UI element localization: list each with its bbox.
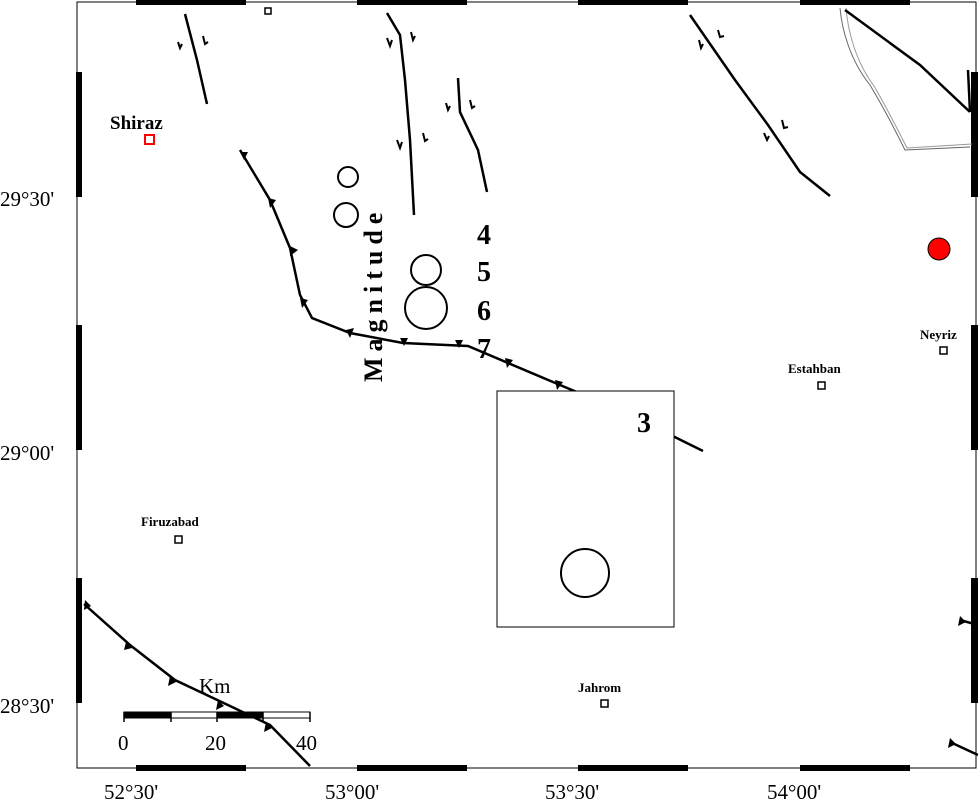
legend-title: Magnitude: [359, 207, 388, 382]
legend-mag-label: 7: [477, 334, 491, 365]
magnitude-legend: Magnitude 4 5 6 7: [333, 166, 491, 382]
legend-circle-6: [410, 254, 442, 286]
city-label: Jahrom: [578, 680, 621, 695]
legend-circle-4: [337, 166, 359, 188]
legend-circle-7: [404, 286, 448, 330]
lat-label: 29°00': [0, 441, 54, 465]
scale-tick-label: 20: [205, 731, 226, 755]
lon-label: 53°00': [325, 780, 379, 803]
event-circle: [560, 548, 610, 598]
city-marker-icon: [939, 346, 948, 355]
strike-slip-faults: [183, 8, 972, 216]
station-marker: [264, 7, 272, 15]
slip-sense-marks: [177, 29, 789, 151]
city-estahban: Estahban: [788, 361, 842, 390]
lon-label: 53°30': [545, 780, 599, 803]
frame-ticks: [76, 0, 978, 771]
latitude-labels: 29°30' 29°00' 28°30': [0, 187, 54, 718]
scale-tick-label: 0: [118, 731, 129, 755]
city-firuzabad: Firuzabad: [141, 514, 200, 544]
city-label: Neyriz: [920, 327, 957, 342]
legend-mag-label: 5: [477, 257, 491, 288]
lon-label: 52°30': [104, 780, 158, 803]
city-label: Estahban: [788, 361, 842, 376]
city-marker-icon: [817, 381, 826, 390]
coastline: [839, 7, 971, 151]
city-jahrom: Jahrom: [578, 680, 621, 708]
thrust-teeth: [84, 152, 966, 748]
inset-box: 3: [496, 390, 675, 628]
city-label: Firuzabad: [141, 514, 200, 529]
scale-bar: Km 0 20 40: [118, 674, 317, 755]
coastline-outer: [845, 7, 973, 149]
legend-circle-5: [333, 202, 359, 228]
city-marker-icon: [144, 134, 155, 145]
city-marker-icon: [600, 699, 609, 708]
legend-mag-label: 4: [477, 220, 491, 251]
inset-frame: [496, 390, 675, 628]
epicenter-marker: [927, 237, 951, 261]
lat-label: 28°30': [0, 694, 54, 718]
city-label: Shiraz: [110, 113, 163, 134]
lat-label: 29°30': [0, 187, 54, 211]
city-shiraz: Shiraz: [110, 113, 163, 145]
city-marker-icon: [174, 535, 183, 544]
longitude-labels: 52°30' 53°00' 53°30' 54°00': [104, 780, 821, 803]
scale-tick-label: 40: [296, 731, 317, 755]
scale-unit: Km: [199, 674, 231, 698]
inset-label: 3: [637, 408, 651, 439]
map-frame: [76, 1, 977, 769]
legend-mag-label: 6: [477, 296, 491, 327]
lon-label: 54°00': [767, 780, 821, 803]
city-neyriz: Neyriz: [920, 327, 957, 355]
